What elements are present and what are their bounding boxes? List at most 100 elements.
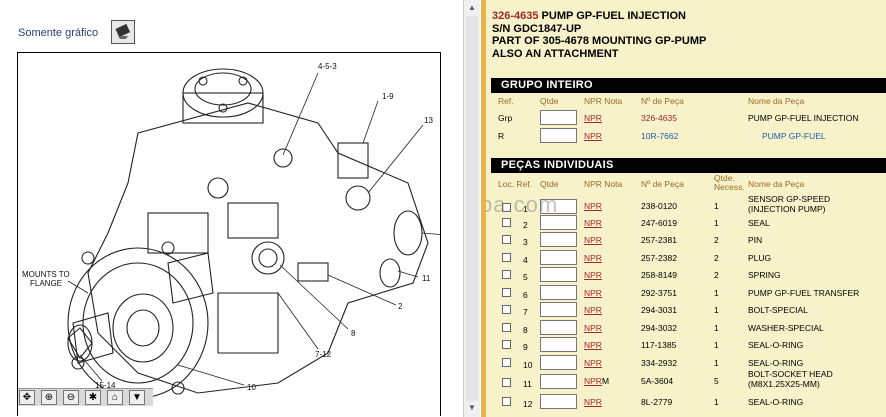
quantity-input[interactable] — [540, 374, 577, 389]
quantity-input[interactable] — [540, 394, 577, 409]
scroll-down-icon[interactable]: ▼ — [465, 401, 479, 415]
callout-8: 8 — [351, 329, 356, 338]
quantity-input[interactable] — [540, 302, 577, 317]
part-number-cell[interactable]: 334-2932 — [641, 358, 677, 368]
row-checkbox[interactable] — [502, 270, 511, 279]
zoom-in-icon[interactable]: ⊕ — [41, 390, 57, 405]
callout-11: 11 — [422, 274, 431, 283]
home-icon[interactable]: ⌂ — [107, 390, 123, 405]
loc-ref-cell: 10 — [523, 360, 533, 370]
quantity-input[interactable] — [540, 250, 577, 265]
quantity-input[interactable] — [540, 215, 577, 230]
pump-illustration: 4-5-3 1-9 13 6 11 2 8 7-12 10 15-14 MOUN… — [22, 62, 440, 399]
row-checkbox[interactable] — [502, 323, 511, 332]
quantity-input[interactable] — [540, 355, 577, 370]
npr-link[interactable]: NPR — [584, 340, 602, 350]
quantity-input[interactable] — [540, 337, 577, 352]
part-name: PIN — [748, 235, 763, 245]
npr-link[interactable]: NPR — [584, 323, 602, 333]
graphic-pane: Somente gráfico — [17, 20, 441, 416]
row-checkbox[interactable] — [502, 340, 511, 349]
loc-ref-cell: 7 — [523, 307, 528, 317]
part-name: SEAL-O-RING — [748, 358, 804, 368]
row-checkbox[interactable] — [502, 203, 511, 212]
row-checkbox[interactable] — [502, 253, 511, 262]
loc-ref-cell: 12 — [523, 399, 533, 409]
required-qty-cell: 1 — [714, 305, 719, 315]
column-header: Qtde — [540, 96, 559, 106]
part-number-cell[interactable]: 257-2381 — [641, 235, 677, 245]
npr-link[interactable]: NPR — [584, 288, 602, 298]
required-qty-cell: 1 — [714, 218, 719, 228]
part-name: SPRING — [748, 270, 781, 280]
part-number-cell[interactable]: 292-3751 — [641, 288, 677, 298]
part-name: BOLT-SOCKET HEAD — [748, 369, 833, 379]
part-name: WASHER-SPECIAL — [748, 323, 824, 333]
npr-link[interactable]: NPR — [584, 253, 602, 263]
part-number-cell[interactable]: 238-0120 — [641, 201, 677, 211]
zoom-out-icon[interactable]: ⊖ — [63, 390, 79, 405]
vertical-scrollbar[interactable]: ▲ ▼ — [463, 0, 480, 417]
npr-link[interactable]: NPR — [584, 397, 602, 407]
quantity-input[interactable] — [540, 285, 577, 300]
row-checkbox[interactable] — [502, 378, 511, 387]
required-qty-cell: 2 — [714, 235, 719, 245]
npr-link[interactable]: NPR — [584, 218, 602, 228]
part-number-link[interactable]: 326-4635 — [641, 113, 677, 123]
pan-icon[interactable]: ✥ — [19, 390, 35, 405]
ref-cell: R — [498, 131, 505, 141]
npr-link[interactable]: NPR — [584, 235, 602, 245]
row-checkbox[interactable] — [502, 218, 511, 227]
quantity-input[interactable] — [540, 232, 577, 247]
part-number-cell[interactable]: 294-3031 — [641, 305, 677, 315]
row-checkbox[interactable] — [502, 397, 511, 406]
quantity-input[interactable] — [540, 110, 577, 125]
graphic-only-label: Somente gráfico — [18, 27, 99, 39]
scroll-up-icon[interactable]: ▲ — [465, 1, 479, 15]
fit-icon[interactable]: ✱ — [85, 390, 101, 405]
part-number-cell[interactable]: 257-2382 — [641, 253, 677, 263]
row-checkbox[interactable] — [502, 288, 511, 297]
npr-link[interactable]: NPR — [584, 305, 602, 315]
dropdown-icon[interactable]: ▼ — [129, 390, 145, 405]
row-checkbox[interactable] — [502, 358, 511, 367]
note-cell: M — [602, 376, 610, 386]
npr-link[interactable]: NPR — [584, 201, 602, 211]
grupo-inteiro-header: GRUPO INTEIRO — [491, 78, 886, 93]
callout-7-12: 7-12 — [315, 350, 332, 359]
pecas-individuais-header: PEÇAS INDIVIDUAIS — [491, 158, 886, 173]
npr-link[interactable]: NPR — [584, 376, 602, 386]
graphic-only-button[interactable] — [111, 20, 135, 44]
view-graphic-icon — [115, 23, 131, 39]
npr-link[interactable]: NPR — [584, 358, 602, 368]
row-checkbox[interactable] — [502, 305, 511, 314]
exploded-diagram[interactable]: 4-5-3 1-9 13 6 11 2 8 7-12 10 15-14 MOUN… — [17, 52, 441, 416]
callout-1-9: 1-9 — [382, 92, 394, 101]
part-number-cell[interactable]: 258-8149 — [641, 270, 677, 280]
npr-link[interactable]: NPR — [584, 131, 602, 141]
quantity-input[interactable] — [540, 267, 577, 282]
required-qty-cell: 1 — [714, 323, 719, 333]
part-number-link[interactable]: 10R-7662 — [641, 131, 679, 141]
row-checkbox[interactable] — [502, 235, 511, 244]
column-header: Nome da Peça — [748, 96, 805, 106]
part-name-detail: (M8X1.25X25-MM) — [748, 379, 820, 389]
callout-4-5-3: 4-5-3 — [318, 62, 337, 71]
npr-link[interactable]: NPR — [584, 113, 602, 123]
quantity-input[interactable] — [540, 128, 577, 143]
part-number-cell[interactable]: 294-3032 — [641, 323, 677, 333]
quantity-input[interactable] — [540, 320, 577, 335]
part-number-cell[interactable]: 5A-3604 — [641, 376, 674, 386]
quantity-input[interactable] — [540, 199, 577, 214]
column-header: NPR Nota — [584, 179, 623, 189]
part-number-cell[interactable]: 117-1385 — [641, 340, 677, 350]
part-number-cell[interactable]: 247-6019 — [641, 218, 677, 228]
npr-link[interactable]: NPR — [584, 270, 602, 280]
part-number-cell[interactable]: 8L-2779 — [641, 397, 673, 407]
scrollbar-track[interactable] — [466, 16, 478, 401]
